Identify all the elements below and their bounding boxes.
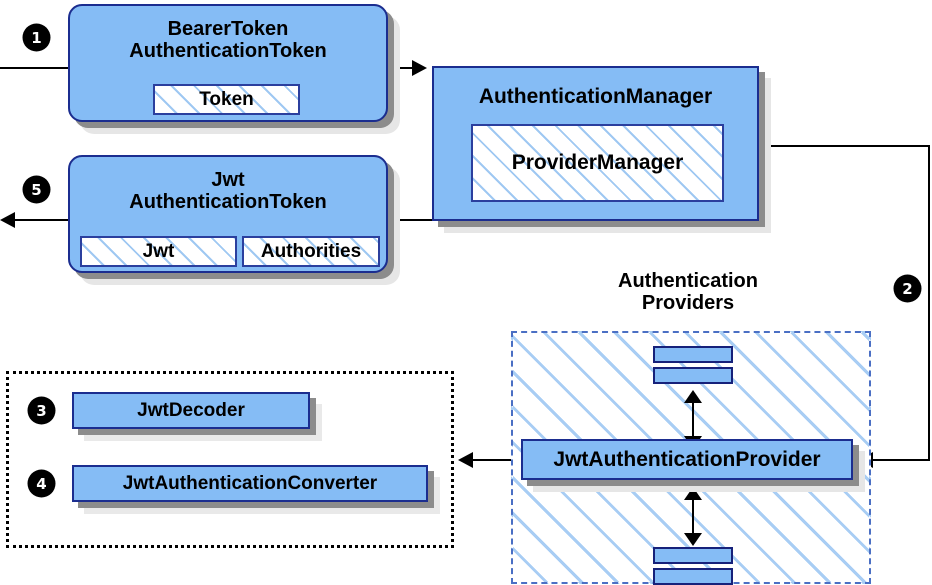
inner-provider-manager[interactable]: ProviderManager <box>471 124 724 202</box>
node-jwt-authentication-provider[interactable]: JwtAuthenticationProvider <box>521 439 853 480</box>
connector-vertical-bottom <box>692 489 694 535</box>
step-badge-3-digit: 3 <box>36 401 47 420</box>
step-badge-5: 5 <box>24 177 49 202</box>
bearer-token-title-line1: BearerToken <box>167 17 289 40</box>
jwt-decoder-label: JwtDecoder <box>137 399 245 421</box>
node-jwt-decoder[interactable]: JwtDecoder <box>72 392 310 429</box>
step-badge-4-digit: 4 <box>36 474 47 493</box>
connector-token-to-manager <box>388 67 420 69</box>
connector-right-rail <box>928 145 930 460</box>
inner-jwt-label: Jwt <box>142 240 175 262</box>
authentication-manager-title: AuthenticationManager <box>478 85 713 109</box>
inner-jwt-field[interactable]: Jwt <box>80 236 237 267</box>
jwt-authentication-converter-label: JwtAuthenticationConverter <box>122 472 378 494</box>
step-badge-1-digit: 1 <box>31 28 42 47</box>
connector-manager-to-jwttoken <box>388 219 444 221</box>
provider-stub-bottom-1 <box>653 547 733 564</box>
inner-authorities-field[interactable]: Authorities <box>242 236 380 267</box>
authentication-providers-caption: Authentication Providers <box>566 268 810 316</box>
arrowhead-provider-to-helpers <box>458 452 473 468</box>
arrowhead-response-out <box>0 212 15 228</box>
bearer-token-title: BearerToken AuthenticationToken <box>70 12 386 68</box>
connector-response-out <box>15 219 75 221</box>
step-badge-5-digit: 5 <box>31 180 42 199</box>
providers-caption-line2: Providers <box>641 292 735 314</box>
connector-rail-to-provider <box>873 459 930 461</box>
arrowhead-token-to-manager <box>412 60 427 76</box>
node-bearer-token-authentication-token[interactable]: BearerToken AuthenticationToken Token <box>68 4 388 122</box>
jwt-authentication-provider-label: JwtAuthenticationProvider <box>553 447 821 471</box>
bearer-token-title-line2: AuthenticationToken <box>129 40 327 62</box>
step-badge-3: 3 <box>29 398 54 423</box>
arrowhead-down-bottom <box>684 533 702 546</box>
step-badge-2-digit: 2 <box>902 279 913 298</box>
jwt-token-title-line2: AuthenticationToken <box>129 191 327 213</box>
connector-provider-to-helpers <box>473 459 521 461</box>
step-badge-2: 2 <box>895 276 920 301</box>
jwt-token-title-line1: Jwt <box>211 168 245 191</box>
node-jwt-authentication-converter[interactable]: JwtAuthenticationConverter <box>72 465 428 502</box>
provider-stub-top-1 <box>653 346 733 363</box>
node-jwt-authentication-token[interactable]: Jwt AuthenticationToken Jwt Authorities <box>68 155 388 273</box>
step-badge-4: 4 <box>29 471 54 496</box>
inner-token-field[interactable]: Token <box>153 84 300 115</box>
connector-manager-right <box>758 145 930 147</box>
provider-stub-top-2 <box>653 367 733 384</box>
provider-stub-bottom-2 <box>653 568 733 585</box>
providers-caption-line1: Authentication <box>618 269 758 292</box>
inner-provider-manager-label: ProviderManager <box>511 151 684 175</box>
jwt-token-title: Jwt AuthenticationToken <box>70 163 386 219</box>
connector-request-in <box>0 67 72 69</box>
group-jwt-support-components <box>6 371 454 548</box>
inner-token-label: Token <box>199 88 254 110</box>
connector-vertical-top <box>692 392 694 438</box>
inner-authorities-label: Authorities <box>260 240 362 262</box>
step-badge-1: 1 <box>24 25 49 50</box>
node-authentication-manager[interactable]: AuthenticationManager ProviderManager <box>432 66 759 221</box>
